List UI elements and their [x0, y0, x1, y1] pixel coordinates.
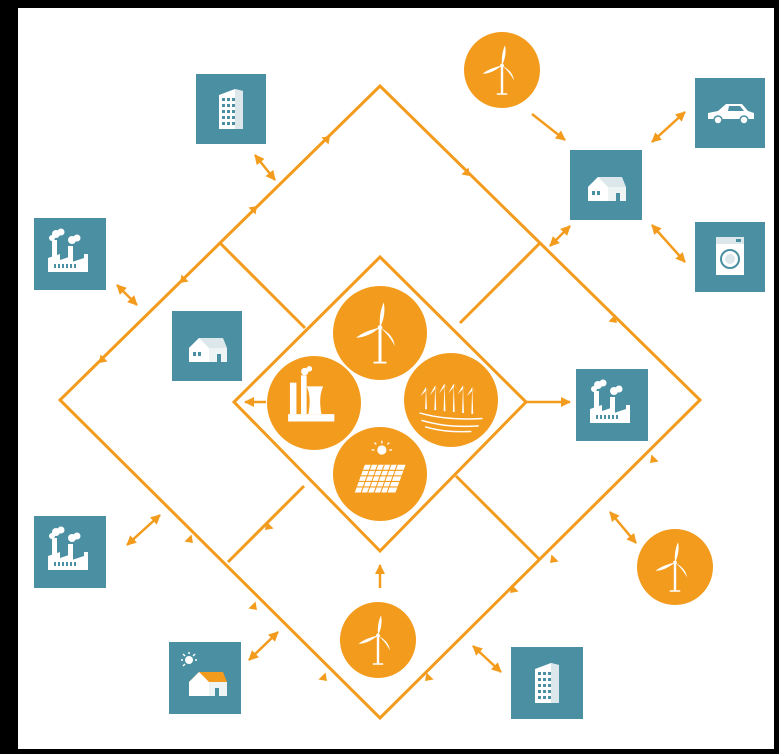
solar-house-icon: [169, 642, 241, 714]
wind-turbine-right-bottom-icon: [637, 529, 713, 605]
office-building-top-icon: [196, 74, 266, 144]
outer-diamond: [57, 83, 703, 721]
factory-left-top-icon: [34, 218, 106, 290]
central-wind-turbine-icon: [333, 286, 427, 380]
upper-right-branch: [458, 241, 542, 325]
lower-right-branch: [454, 474, 542, 562]
washing-machine-icon: [695, 222, 765, 292]
office-building-bottom-icon: [511, 647, 583, 719]
inner-diamond: [231, 254, 529, 554]
flow-arrows: [99, 136, 659, 681]
central-power-plant-icon: [267, 356, 361, 450]
central-offshore-wind-icon: [404, 353, 498, 447]
central-solar-panel-icon: [333, 427, 427, 521]
upper-left-branch: [218, 241, 307, 330]
factory-right-icon: [576, 369, 648, 441]
grid-lines: [57, 83, 703, 721]
diagram-panel: [18, 8, 774, 749]
factory-left-bottom-icon: [34, 516, 106, 588]
smart-grid-diagram: [34, 32, 765, 721]
house-left-icon: [172, 311, 242, 381]
house-top-right-icon: [570, 150, 642, 220]
connector-arrows: [116, 111, 686, 673]
wind-turbine-top-right-icon: [464, 32, 540, 108]
lower-left-branch: [226, 484, 306, 564]
wind-turbine-bottom-icon: [340, 602, 416, 678]
car-icon: [695, 78, 765, 148]
